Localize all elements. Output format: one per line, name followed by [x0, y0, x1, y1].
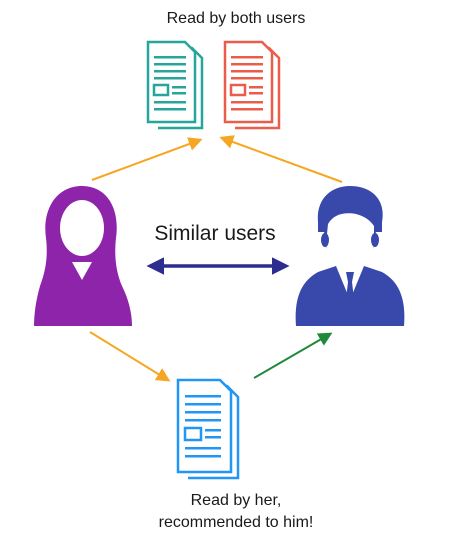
- document-icon-blue: [176, 378, 240, 480]
- top-caption: Read by both users: [166, 10, 306, 27]
- arrow-woman-to-top-docs: [91, 137, 203, 181]
- similar-users-label: Similar users: [154, 222, 276, 245]
- document-icon-teal: [146, 40, 204, 130]
- document-icon-red: [223, 40, 281, 130]
- arrow-man-to-top-docs: [219, 135, 343, 183]
- bottom-caption-line-1: Read by her,: [190, 492, 282, 509]
- bottom-caption-line-2: recommended to him!: [158, 514, 314, 531]
- bottom-caption: Read by her, recommended to him!: [86, 490, 386, 534]
- arrow-bottom-doc-to-man: [253, 332, 333, 379]
- arrow-woman-to-bottom-doc: [89, 331, 171, 382]
- man-user-icon: [295, 186, 405, 326]
- woman-user-icon: [34, 186, 132, 326]
